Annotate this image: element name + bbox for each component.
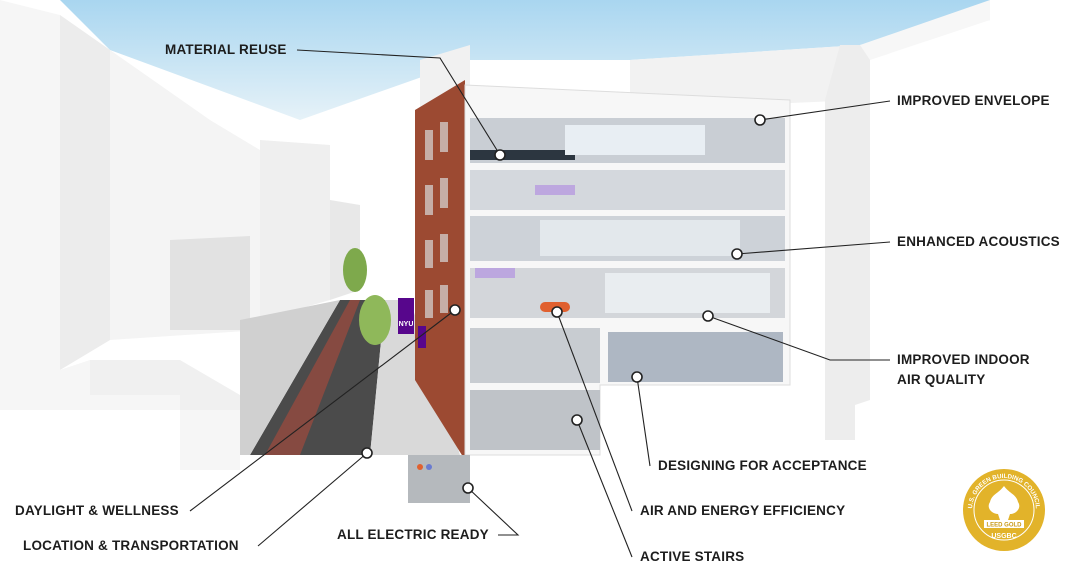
badge-level: LEED GOLD xyxy=(986,523,1022,529)
bike-lane xyxy=(265,300,360,455)
background-building xyxy=(60,15,110,370)
sky xyxy=(60,0,990,120)
label-air-energy: AIR AND ENERGY EFFICIENCY xyxy=(640,503,846,518)
plaza xyxy=(240,300,340,455)
label-indoor-air-line1: IMPROVED INDOOR xyxy=(897,352,1030,367)
label-all-electric: ALL ELECTRIC READY xyxy=(337,527,489,542)
floors xyxy=(470,118,785,450)
nyu-sign: NYU xyxy=(399,321,414,328)
brick-facade xyxy=(415,80,465,460)
tree xyxy=(359,295,391,345)
left-building-mass xyxy=(0,0,240,470)
label-improved-envelope: IMPROVED ENVELOPE xyxy=(897,93,1050,108)
label-daylight: DAYLIGHT & WELLNESS xyxy=(15,503,179,518)
facade-windows xyxy=(425,122,448,318)
basement-box xyxy=(408,455,470,503)
background-building xyxy=(260,140,330,320)
nyu-banner xyxy=(398,298,414,334)
label-material-reuse: MATERIAL REUSE xyxy=(165,42,287,57)
label-active-stairs: ACTIVE STAIRS xyxy=(640,549,745,564)
background-building xyxy=(170,236,250,330)
label-designing-acceptance: DESIGNING FOR ACCEPTANCE xyxy=(658,458,867,473)
right-building xyxy=(825,45,890,440)
label-location: LOCATION & TRANSPORTATION xyxy=(23,538,239,553)
badge-org: USGBC xyxy=(991,533,1016,540)
tree xyxy=(343,248,367,292)
right-top-building xyxy=(860,0,990,60)
callout-lines xyxy=(189,49,891,558)
label-enhanced-acoustics: ENHANCED ACOUSTICS xyxy=(897,234,1060,249)
label-indoor-air-line2: AIR QUALITY xyxy=(897,372,986,387)
background-tower xyxy=(630,45,860,110)
leed-gold-badge: LEED GOLD USGBC U.S. GREEN BUILDING COUN… xyxy=(963,469,1045,551)
callout-markers xyxy=(361,114,766,494)
